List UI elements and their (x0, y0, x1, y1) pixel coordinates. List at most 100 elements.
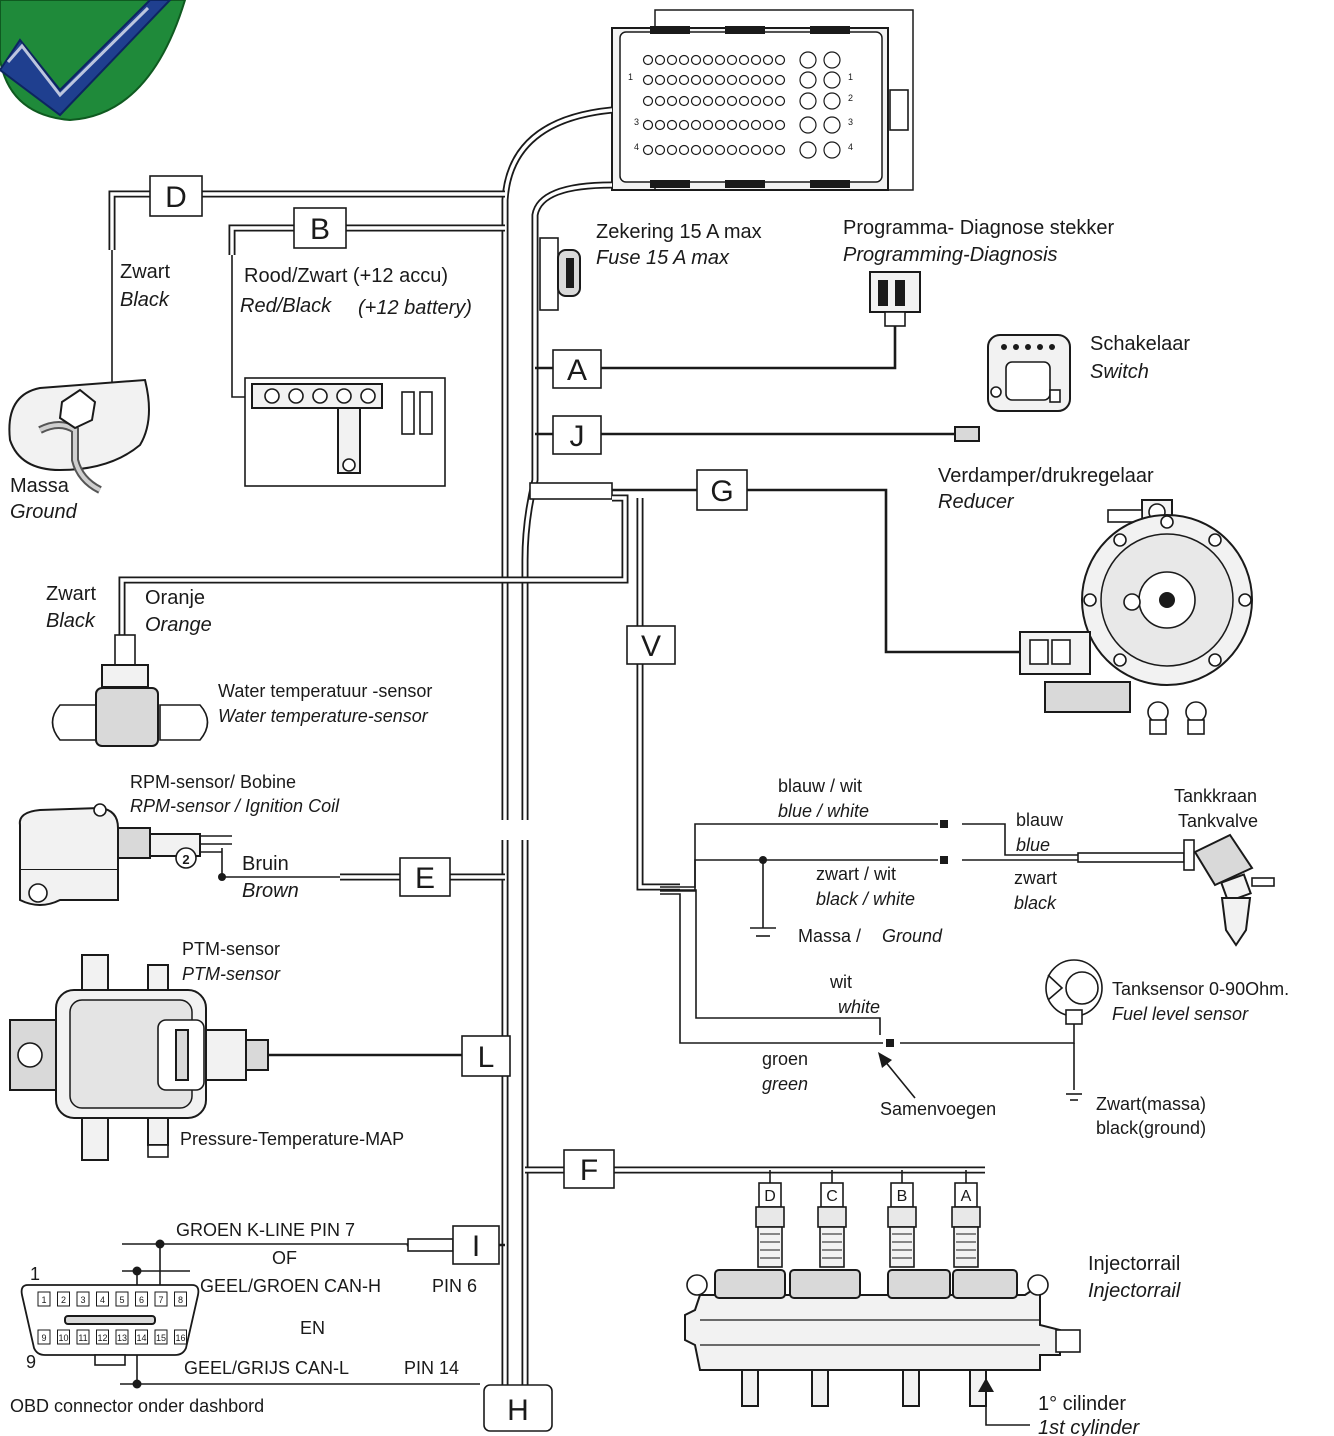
ecu-pin-hole (774, 74, 786, 86)
tank-green: green (762, 1074, 808, 1094)
obd-caption: OBD connector onder dashbord (10, 1396, 264, 1416)
label-h: H (507, 1394, 529, 1427)
ecu-pin-hole (642, 54, 654, 66)
ecu-pin-hole-large (799, 141, 817, 159)
obd-pin (115, 1291, 129, 1307)
injector-body (757, 1226, 783, 1268)
ecu-connector: 1 1 2 3 3 4 4 (611, 9, 914, 191)
injector-body (953, 1226, 979, 1268)
tankvalve-en: Tankvalve (1178, 811, 1258, 831)
branch-b: B (228, 207, 505, 398)
obd-pin (57, 1291, 70, 1307)
tanksensor-ground-en: black(ground) (1096, 1118, 1206, 1138)
obd-pin (76, 1291, 90, 1307)
ground-en: Ground (10, 501, 78, 523)
obd-pin6: PIN 6 (432, 1276, 477, 1296)
obd-pin-number: 3 (80, 1295, 85, 1305)
rpm-wire-en: Brown (242, 880, 299, 902)
ecu-pin-hole (726, 95, 738, 107)
obd-en: EN (300, 1318, 325, 1338)
switch-nl: Schakelaar (1090, 333, 1190, 355)
ecu-pin-hole (702, 95, 714, 107)
ecu-pin-hole (774, 144, 786, 156)
branch-f: F (525, 1149, 985, 1189)
obd-pin-number: 8 (178, 1295, 183, 1305)
ecu-pin-hole (738, 95, 750, 107)
obd-num-9: 9 (26, 1352, 36, 1372)
tankvalve-nl: Tankkraan (1174, 786, 1257, 806)
label-e: E (415, 862, 435, 895)
tank-black: black (1014, 893, 1057, 913)
rpm-pin: 2 (182, 852, 189, 867)
obd-geel-groen: GEEL/GROEN CAN-H (200, 1276, 381, 1296)
ignition-coil-icon (18, 803, 201, 906)
injector-letter: C (826, 1188, 838, 1205)
injector-nl: Injectorrail (1088, 1253, 1180, 1275)
obd-pin (115, 1329, 129, 1345)
label-l: L (478, 1041, 495, 1074)
ecu-pin-hole (642, 144, 654, 156)
tank-valve-icon (1183, 833, 1275, 947)
ecu-pin-hole (654, 74, 666, 86)
ecu-pin-hole-large (823, 71, 841, 89)
ecu-pin-hole (642, 119, 654, 131)
tank-blauw: blauw (1016, 810, 1064, 830)
ecu-row-4: 4 (634, 142, 639, 152)
ecu-pin-hole-large (823, 51, 841, 69)
water-orange-nl: Oranje (145, 587, 205, 609)
tank-white: white (838, 997, 880, 1017)
obd-pin-number: 7 (158, 1295, 163, 1305)
ecu-pin-hole (702, 119, 714, 131)
injector-rail-icon (684, 1269, 1081, 1407)
ecu-pin-hole (714, 54, 726, 66)
injector-letter: B (897, 1188, 908, 1205)
switch-icon[interactable] (987, 334, 1071, 412)
obd-pin (174, 1329, 187, 1345)
obd-of: OF (272, 1248, 297, 1268)
ecu-pin-hole (666, 74, 678, 86)
battery-en-b: (+12 battery) (358, 297, 472, 319)
ecu-pin-hole (726, 74, 738, 86)
ecu-row-1: 1 (628, 72, 633, 82)
injector-plug (755, 1206, 785, 1228)
ground-nl: Massa (10, 475, 70, 497)
ecu-pin-hole (738, 119, 750, 131)
ecu-pin-hole (738, 54, 750, 66)
reducer-icon (1019, 499, 1253, 735)
tank-samenvoegen: Samenvoegen (880, 1099, 996, 1119)
obd-num-1: 1 (30, 1264, 40, 1284)
ecu-pin-hole (762, 144, 774, 156)
tank-zwart-wit: zwart / wit (816, 864, 896, 884)
ecu-pin-hole (750, 119, 762, 131)
water-black-nl: Zwart (46, 583, 96, 605)
battery-nl: Rood/Zwart (+12 accu) (244, 265, 448, 287)
obd-pin (96, 1291, 109, 1307)
ground-point-icon (8, 378, 150, 494)
ecu-pin-hole (690, 119, 702, 131)
ecu-pin-hole-large (823, 116, 841, 134)
ecu-pin-hole (714, 95, 726, 107)
ecu-pin-hole (738, 144, 750, 156)
tank-wires (660, 820, 1185, 1101)
ptm-en: PTM-sensor (182, 964, 281, 984)
tank-blue-white: blue / white (778, 801, 869, 821)
branch-i: I (120, 1225, 505, 1389)
obd-groen: GROEN K-LINE PIN 7 (176, 1220, 355, 1240)
obd-pin-number: 14 (136, 1333, 146, 1343)
tank-groen: groen (762, 1049, 808, 1069)
ecu-row-3: 3 (634, 117, 639, 127)
obd-pin (154, 1329, 168, 1345)
ground-wire-nl: Zwart (120, 261, 170, 283)
ecu-pin-hole-large (799, 116, 817, 134)
ecu-pin-hole (726, 144, 738, 156)
ecu-pin-hole (762, 54, 774, 66)
water-temperature-sensor-icon (51, 634, 209, 747)
rpm-nl: RPM-sensor/ Bobine (130, 772, 296, 792)
obd-pin (154, 1291, 168, 1307)
ecu-pin-hole (774, 95, 786, 107)
ecu-row-3-right: 3 (848, 117, 853, 127)
ecu-pin-hole-large (799, 92, 817, 110)
ecu-pin-hole (678, 74, 690, 86)
